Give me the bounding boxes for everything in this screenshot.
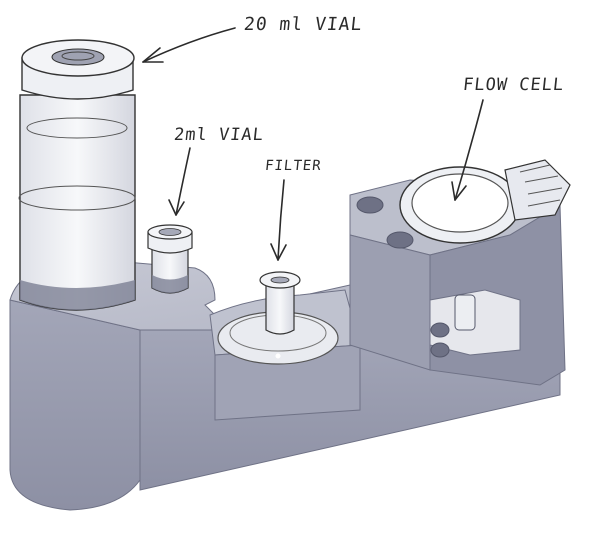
- annotation-arrows: [142, 27, 484, 261]
- tower-hole-4: [430, 342, 450, 358]
- vial-20ml-septum: [51, 48, 105, 66]
- label-flow-cell: FLOW CELL: [461, 75, 566, 95]
- arrow-2ml-head: [168, 199, 185, 216]
- arrow-20ml: [142, 27, 236, 63]
- flow-cell: [399, 159, 571, 244]
- tower-hole-1: [356, 196, 384, 214]
- filter: [217, 271, 339, 365]
- arrow-filter-head: [270, 243, 287, 261]
- label-20ml-vial: 20 ml VIAL: [242, 14, 364, 35]
- vial-20ml: [18, 39, 136, 311]
- arrow-2ml: [175, 147, 191, 216]
- arrow-filter: [277, 179, 285, 261]
- arrow-flowcell: [454, 99, 484, 201]
- flow-cell-connector: [504, 159, 571, 221]
- vial-2ml: [147, 224, 193, 294]
- flow-cell-window: [411, 173, 509, 233]
- vial-20ml-body: [19, 94, 136, 311]
- base-left-foot: [9, 299, 141, 511]
- tower-hole-3: [430, 322, 450, 338]
- tower-hole-2: [386, 231, 414, 249]
- vial-20ml-liquid-top: [18, 185, 136, 211]
- label-2ml-vial: 2ml VIAL: [172, 125, 265, 145]
- filter-stem: [265, 284, 295, 335]
- vial-20ml-inner-line: [26, 117, 128, 139]
- arrow-flowcell-head: [451, 181, 467, 201]
- vial-20ml-liquid: [20, 280, 135, 310]
- label-filter: FILTER: [264, 158, 323, 174]
- arrow-20ml-head: [142, 47, 164, 63]
- flowcell-fitting: [454, 294, 476, 331]
